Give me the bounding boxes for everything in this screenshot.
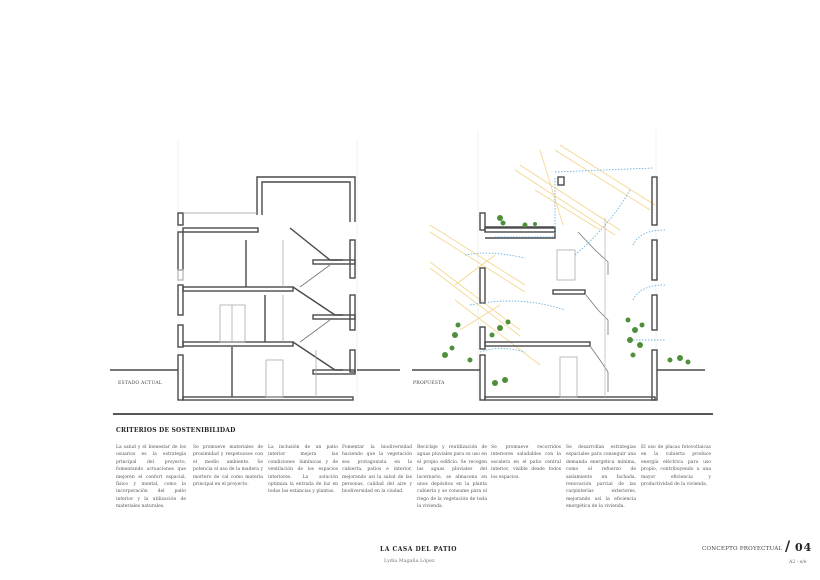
divider xyxy=(113,413,713,415)
criteria-column: La inclusión de un patio interior mejora… xyxy=(268,445,338,495)
sheet-number: 04 xyxy=(795,541,813,554)
sheet-separator: / xyxy=(785,539,791,555)
guide-lines xyxy=(177,130,657,400)
criteria-column: Se promueve recorridos interiores saluda… xyxy=(491,445,561,480)
author-name: Lydia Magaña López xyxy=(384,559,435,564)
proposal-caption: PROPUESTA xyxy=(413,381,445,386)
sheet-label: CONCEPTO PROYECTUAL xyxy=(702,546,783,552)
criteria-column: Se desarrollan estrategias espaciales pa… xyxy=(566,445,636,510)
proposal-sun-rays xyxy=(429,144,656,366)
existing-section xyxy=(110,176,400,401)
sheet-scale: A2 - s/e xyxy=(789,560,807,565)
criteria-column: Fomentar la biodiversidad haciendo que l… xyxy=(342,445,412,495)
criteria-heading: CRITERIOS DE SOSTENIBILIDAD xyxy=(116,427,236,434)
proposal-air-flow xyxy=(464,167,666,353)
proposal-vegetation xyxy=(442,215,691,386)
criteria-column: Reciclaje y reutilización de aguas pluvi… xyxy=(417,445,487,510)
architectural-sections xyxy=(110,130,705,401)
existing-caption: ESTADO ACTUAL xyxy=(118,381,163,386)
criteria-column: El uso de placas fotovoltaicas en la cub… xyxy=(641,445,711,488)
criteria-column: La salud y el bienestar de los usuarios … xyxy=(116,445,186,510)
project-title: LA CASA DEL PATIO xyxy=(380,546,457,553)
criteria-column: Se promueve materiales de proximidad y r… xyxy=(193,445,263,488)
